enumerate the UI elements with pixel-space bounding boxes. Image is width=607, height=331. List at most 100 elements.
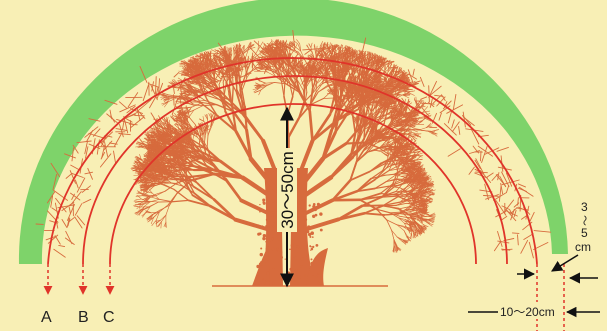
- speckle-dot: [262, 237, 265, 240]
- speckle-dot: [307, 255, 309, 257]
- speckle-dot: [261, 266, 263, 268]
- branch-segment: [529, 242, 533, 258]
- speckle-dot: [297, 203, 299, 205]
- branch-segment: [194, 106, 203, 111]
- speckle-dot: [257, 275, 259, 277]
- branch-segment: [131, 117, 144, 128]
- speckle-dot: [264, 262, 265, 263]
- branch-segment: [506, 186, 508, 193]
- speckle-dot: [319, 212, 322, 215]
- speckle-dot: [312, 215, 315, 218]
- branch-segment: [469, 167, 474, 174]
- branch-segment: [439, 113, 441, 120]
- speckle-dot: [320, 256, 322, 258]
- speckle-dot: [273, 221, 275, 223]
- branch-segment: [55, 236, 60, 245]
- branch-segment: [174, 176, 192, 177]
- speckle-dot: [289, 268, 292, 271]
- speckle-dot: [263, 234, 266, 237]
- speckle-dot: [266, 248, 268, 250]
- speckle-dot: [265, 241, 267, 243]
- speckle-dot: [266, 271, 270, 275]
- branch-segment: [521, 240, 528, 253]
- branch-segment: [188, 113, 189, 120]
- branch-segment: [518, 235, 519, 245]
- speckle-dot: [320, 229, 323, 232]
- branch-segment: [309, 44, 311, 48]
- branch-segment: [519, 187, 533, 196]
- branch-segment: [498, 231, 503, 246]
- speckle-dot: [311, 258, 313, 260]
- speckle-dot: [265, 280, 267, 282]
- speckle-dot: [272, 247, 275, 250]
- branch-segment: [452, 120, 455, 128]
- branch-segment: [234, 55, 235, 64]
- speckle-dot: [309, 204, 311, 206]
- branch-segment: [197, 101, 205, 102]
- speckle-dot: [310, 246, 312, 248]
- speckle-dot: [309, 236, 311, 238]
- branch-segment: [310, 111, 313, 140]
- speckle-dot: [300, 265, 303, 268]
- branch-segment: [174, 72, 179, 77]
- branch-segment: [429, 86, 430, 102]
- speckle-dot: [303, 202, 304, 203]
- speckle-dot: [303, 225, 305, 227]
- branch-segment: [492, 174, 498, 180]
- branch-segment: [115, 132, 123, 146]
- branch-segment: [413, 69, 414, 75]
- branch-segment: [156, 77, 157, 94]
- branch-segment: [305, 50, 311, 54]
- speckle-dot: [280, 256, 283, 259]
- speckle-dot: [262, 198, 265, 201]
- speckle-dot: [265, 259, 268, 262]
- speckle-dot: [263, 202, 266, 205]
- branch-segment: [190, 118, 196, 125]
- speckle-dot: [268, 226, 269, 227]
- speckle-dot: [317, 282, 320, 285]
- branch-segment: [404, 95, 409, 98]
- speckle-dot: [308, 233, 311, 236]
- branch-segment: [71, 165, 79, 169]
- speckle-dot: [272, 282, 275, 285]
- speckle-dot: [293, 242, 295, 244]
- branch-segment: [169, 193, 177, 205]
- speckle-dot: [297, 252, 298, 253]
- speckle-dot: [298, 275, 302, 279]
- branch-segment: [481, 151, 482, 161]
- speckle-dot: [297, 206, 300, 209]
- branch-segment: [168, 98, 176, 102]
- speckle-dot: [266, 218, 269, 221]
- speckle-dot: [257, 233, 260, 236]
- branch-segment: [430, 99, 432, 107]
- speckle-dot: [268, 240, 270, 242]
- branch-segment: [534, 231, 551, 233]
- branch-segment: [62, 220, 67, 228]
- branch-segment: [453, 95, 456, 110]
- speckle-dot: [269, 280, 271, 282]
- speckle-dot: [317, 273, 319, 275]
- speckle-dot: [285, 258, 286, 259]
- branch-segment: [119, 102, 126, 108]
- speckle-dot: [310, 262, 313, 265]
- speckle-dot: [304, 218, 307, 221]
- branch-segment: [126, 118, 133, 122]
- branch-segment: [514, 203, 519, 207]
- branch-segment: [260, 71, 267, 72]
- speckle-dot: [279, 251, 282, 254]
- speckle-dot: [283, 277, 286, 280]
- branch-segment: [88, 168, 93, 179]
- branch-segment: [66, 174, 72, 179]
- speckle-dot: [316, 244, 319, 247]
- branch-segment: [75, 204, 82, 216]
- speckle-dot: [312, 236, 314, 238]
- speckle-dot: [296, 246, 298, 248]
- speckle-dot: [260, 253, 263, 256]
- speckle-dot: [304, 275, 306, 277]
- speckle-dot: [276, 247, 278, 249]
- branch-segment: [260, 81, 266, 83]
- speckle-dot: [273, 268, 275, 270]
- speckle-dot: [296, 274, 297, 275]
- speckle-dot: [295, 269, 298, 272]
- branch-segment: [82, 186, 90, 193]
